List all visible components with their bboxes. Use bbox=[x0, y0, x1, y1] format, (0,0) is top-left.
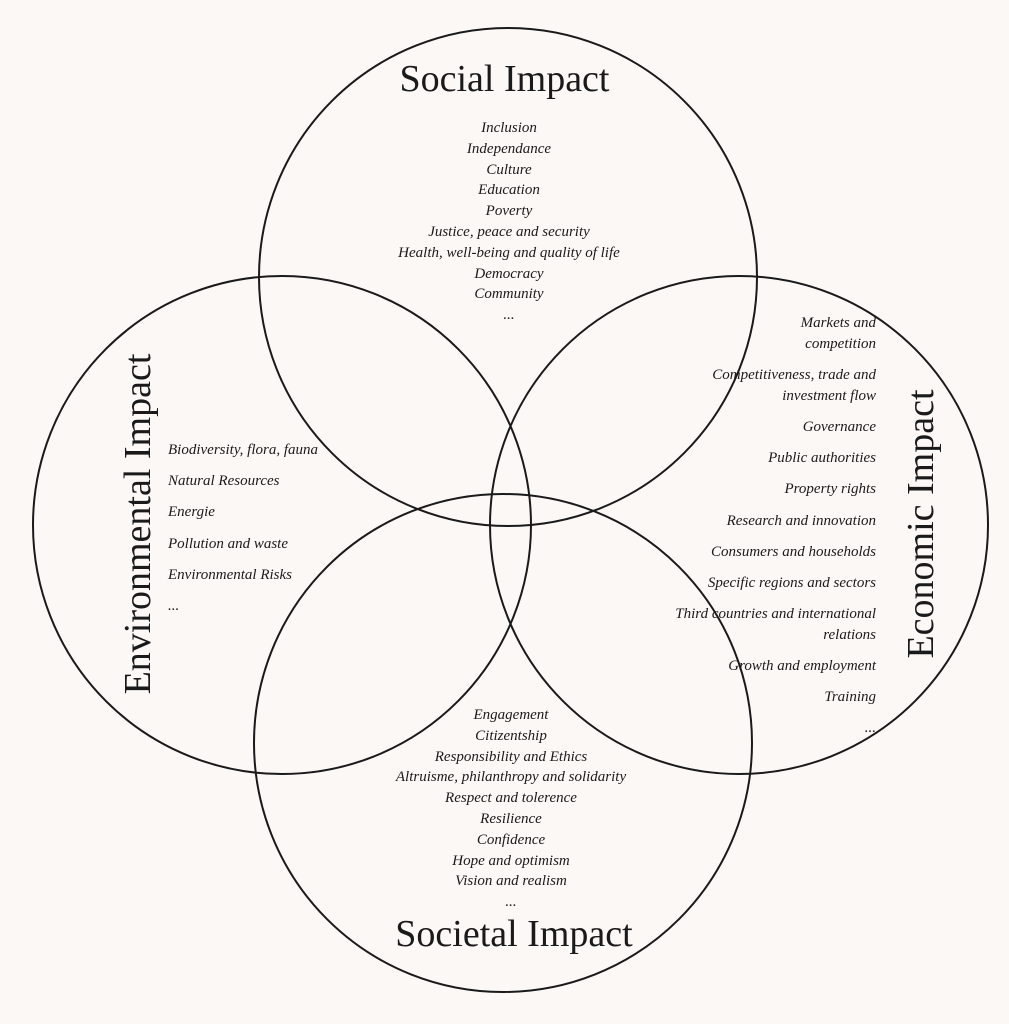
social-impact-title: Social Impact bbox=[399, 58, 610, 100]
societal-impact-item: Vision and realism bbox=[455, 873, 567, 890]
economic-impact-item-line: Property rights bbox=[784, 481, 876, 498]
economic-impact-item-line: Competitiveness, trade and bbox=[712, 366, 876, 383]
economic-impact-item: Training bbox=[675, 687, 876, 708]
environmental-circle bbox=[32, 275, 532, 775]
economic-impact-title: Economic Impact bbox=[900, 389, 942, 659]
societal-impact-item: Altruisme, philanthropy and solidarity bbox=[395, 769, 627, 786]
societal-impact-item: ... bbox=[505, 894, 517, 911]
economic-impact-item-line: Training bbox=[824, 689, 876, 706]
economic-impact-item-line: Third countries and international bbox=[675, 606, 876, 623]
social-impact-item: Community bbox=[474, 286, 544, 303]
economic-impact-item-line: competition bbox=[805, 335, 876, 352]
environmental-impact-item: Natural Resources bbox=[168, 473, 280, 490]
social-impact-item: Poverty bbox=[485, 203, 533, 220]
social-impact-item: Justice, peace and security bbox=[428, 223, 590, 240]
economic-impact-item: Governance bbox=[675, 417, 876, 438]
economic-impact-item-line: Public authorities bbox=[768, 450, 876, 467]
social-impact-item: Democracy bbox=[474, 265, 544, 282]
economic-impact-item: Competitiveness, trade and investment flo… bbox=[675, 365, 876, 407]
economic-impact-item-line: Consumers and households bbox=[710, 543, 876, 560]
societal-impact-item: Resilience bbox=[480, 810, 542, 827]
environmental-impact-item: Energie bbox=[168, 504, 215, 521]
economic-impact-item: Consumers and households bbox=[675, 542, 876, 563]
societal-impact-item: Respect and tolerence bbox=[445, 790, 577, 807]
societal-impact-title: Societal Impact bbox=[395, 913, 633, 955]
societal-circle bbox=[253, 493, 753, 993]
economic-impact-item: ... bbox=[675, 718, 876, 739]
environmental-impact-item: Environmental Risks bbox=[168, 566, 293, 583]
environmental-impact-item: Pollution and waste bbox=[168, 535, 288, 552]
economic-impact-item-line: Specific regions and sectors bbox=[707, 574, 876, 591]
social-impact-item: ... bbox=[503, 307, 515, 324]
economic-impact-item-line: Markets and bbox=[800, 315, 876, 331]
social-impact-item: Inclusion bbox=[481, 120, 537, 136]
economic-impact-item: Third countries and international relatio… bbox=[675, 604, 876, 646]
societal-impact-item: Citizentship bbox=[475, 727, 547, 744]
societal-impact-item: Responsibility and Ethics bbox=[434, 748, 588, 765]
economic-impact-item: Property rights bbox=[675, 479, 876, 500]
societal-impact-item: Hope and optimism bbox=[452, 852, 570, 869]
economic-impact-item: Public authorities bbox=[675, 448, 876, 469]
economic-impact-item-line: investment flow bbox=[782, 387, 876, 404]
economic-impact-item-line: Governance bbox=[802, 418, 876, 435]
social-impact-item: Independance bbox=[466, 140, 552, 157]
economic-impact-item: Research and innovation bbox=[675, 511, 876, 532]
social-impact-item: Education bbox=[478, 182, 540, 199]
social-impact-item: Health, well-being and quality of life bbox=[398, 244, 620, 261]
economic-impact-item-line: Growth and employment bbox=[728, 658, 876, 675]
environmental-impact-item: Biodiversity, flora, fauna bbox=[168, 442, 318, 458]
environmental-impact-item: ... bbox=[168, 598, 180, 615]
economic-impact-item-line: relations bbox=[823, 626, 876, 643]
societal-impact-item: Confidence bbox=[476, 831, 546, 848]
environmental-impact-title: Environmental Impact bbox=[117, 353, 159, 695]
economic-impact-item: Specific regions and sectors bbox=[675, 573, 876, 594]
economic-impact-item: Growth and employment bbox=[675, 656, 876, 677]
economic-impact-item: Markets and competition bbox=[675, 313, 876, 355]
economic-impact-item-line: ... bbox=[864, 720, 876, 737]
economic-impact-item-line: Research and innovation bbox=[726, 512, 876, 529]
economic-circle bbox=[489, 275, 989, 775]
social-impact-item: Culture bbox=[486, 161, 532, 178]
societal-impact-item: Engagement bbox=[473, 707, 549, 723]
